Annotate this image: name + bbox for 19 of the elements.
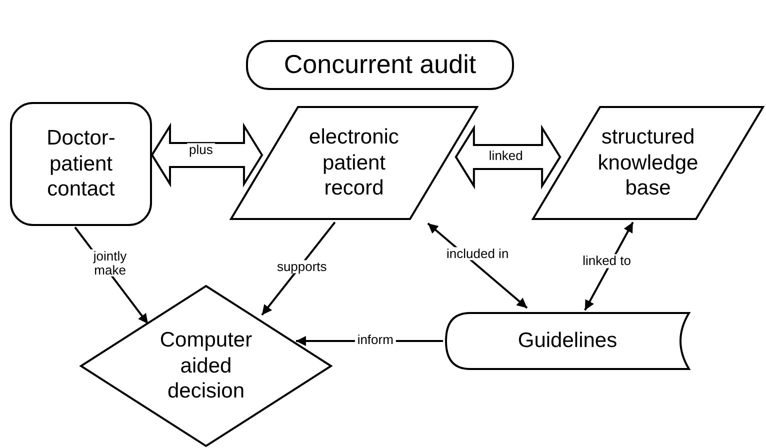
edge-label: supports (274, 260, 329, 274)
edge-label: plus (187, 143, 215, 157)
node-label: Doctor- patient contact (46, 126, 116, 202)
node-label: Computer aided decision (158, 328, 254, 404)
decision-diamond (80, 285, 332, 447)
rounded-box (10, 102, 152, 226)
edge-label: linked to (580, 254, 633, 268)
node-label: electronic patient record (308, 124, 400, 202)
title: Concurrent audit (282, 49, 478, 81)
arrow (261, 222, 336, 316)
node-label: Guidelines (516, 328, 618, 354)
data-parallelogram (230, 106, 478, 220)
node-label: structured knowledge base (596, 124, 700, 202)
edge-label: inform (355, 333, 396, 347)
rounded-box (246, 40, 514, 90)
edge-label: included in (444, 247, 511, 261)
edge-label: linked (486, 149, 525, 163)
stored-data-shape (445, 312, 690, 370)
data-parallelogram (532, 106, 764, 220)
